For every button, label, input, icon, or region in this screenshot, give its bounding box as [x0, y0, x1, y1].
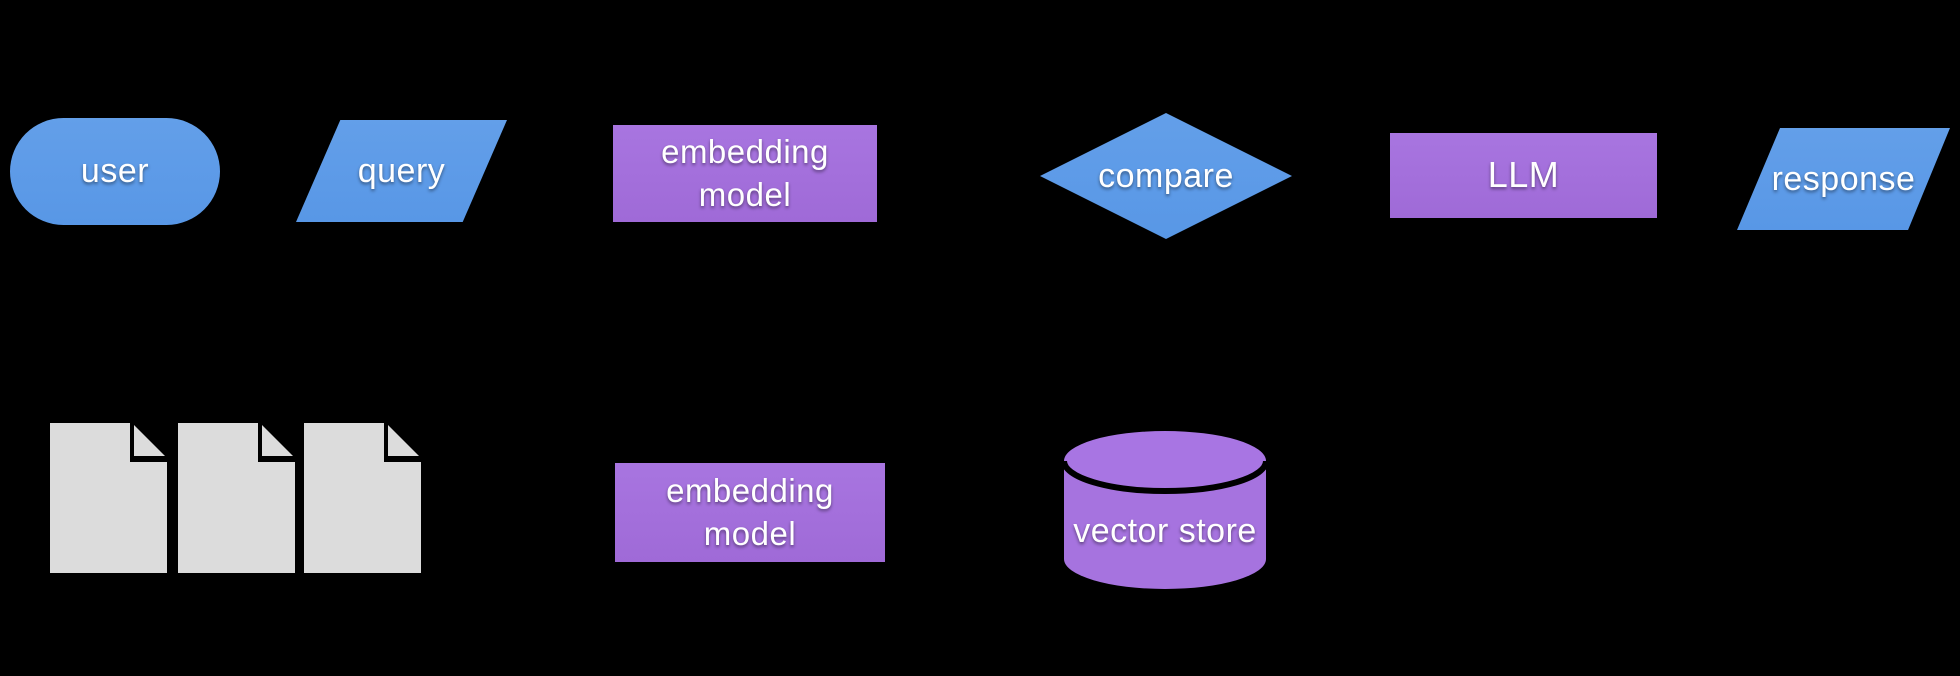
document-icon: [50, 423, 167, 573]
database-cylinder-icon: [1063, 431, 1267, 589]
label-line-2: model: [703, 514, 797, 552]
node-embedding-model-docs-label: embedding model: [666, 470, 834, 556]
node-vector-store: vector store: [1063, 430, 1267, 591]
node-response: response: [1737, 128, 1950, 230]
node-llm: LLM: [1390, 133, 1657, 218]
node-user-label: user: [80, 152, 150, 191]
node-compare-label: compare: [1098, 156, 1234, 195]
node-compare: compare: [1040, 113, 1292, 239]
label-line-2: model: [698, 175, 792, 213]
node-vector-store-label: vector store: [1073, 512, 1257, 551]
document-icon: [178, 423, 295, 573]
node-query-label: query: [357, 151, 446, 190]
node-response-label: response: [1771, 159, 1916, 198]
node-embedding-model-query: embedding model: [613, 125, 877, 222]
node-embedding-model-docs: embedding model: [615, 463, 885, 562]
document-icon: [304, 423, 421, 573]
label-line-1: embedding: [666, 471, 834, 509]
node-llm-label: LLM: [1487, 154, 1560, 196]
node-user: user: [10, 118, 220, 225]
node-embedding-model-query-label: embedding model: [661, 131, 829, 217]
node-query: query: [296, 120, 507, 222]
label-line-1: embedding: [661, 132, 829, 170]
